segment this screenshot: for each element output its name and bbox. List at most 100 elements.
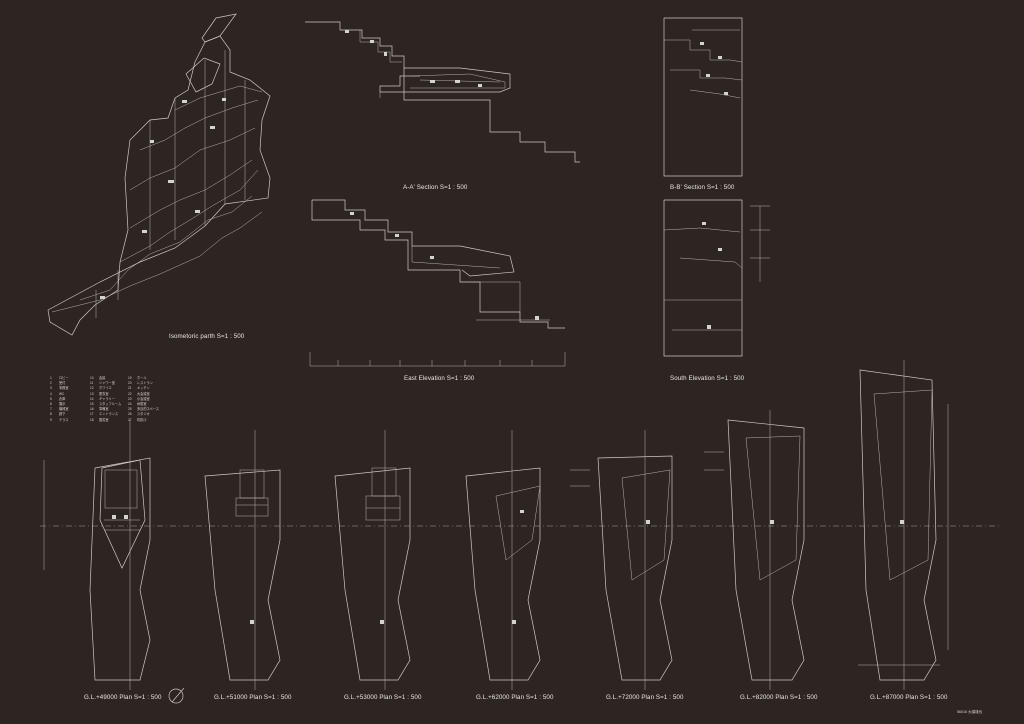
legend-text: スタッフルーム (99, 401, 122, 406)
legend-number: 9 (50, 417, 52, 422)
legend-item: 15 スタッフルーム (90, 402, 130, 407)
legend-number: 3 (50, 386, 52, 391)
author-credit: 56016 大橋雄也 (957, 710, 983, 714)
legend-number: 6 (50, 401, 52, 406)
south-elevation-drawing (663, 199, 770, 357)
legend-item: 24 休憩室 (128, 402, 168, 407)
legend-number: 27 (128, 417, 132, 422)
legend-item: 21 キッチン (128, 386, 168, 391)
legend-number: 2 (50, 381, 52, 386)
legend-number: 13 (90, 391, 94, 396)
legend-number: 4 (50, 391, 52, 396)
plan-49000 (43, 420, 151, 690)
legend-text: レストラン (137, 381, 153, 386)
legend-item: 2 受付 (50, 381, 90, 386)
legend-text: 準備室 (99, 407, 109, 412)
legend-text: 小会議室 (137, 396, 150, 401)
legend-text: 展示 (59, 401, 66, 406)
legend-text: 会議 (99, 376, 106, 380)
legend-item: 9 テラス (50, 418, 90, 423)
legend-text: テラス (59, 417, 69, 422)
legend-number: 5 (50, 396, 52, 401)
legend-text: 更衣室 (99, 391, 109, 396)
legend-item: 20 レストラン (128, 381, 168, 386)
legend-item: 6 展示 (50, 402, 90, 407)
plan-label-62000: G.L.+62000 Plan S=1 : 500 (476, 694, 554, 701)
north-arrow-icon (168, 687, 185, 704)
legend-number: 23 (128, 396, 132, 401)
isometric-drawing (47, 13, 271, 336)
legend-number: 8 (50, 412, 52, 417)
legend-text: 事務室 (59, 386, 69, 391)
legend-text: 大会議室 (137, 391, 150, 396)
legend-text: シャワー室 (99, 381, 115, 386)
legend-item: 1 ロビー (50, 376, 90, 381)
legend-item: 3 事務室 (50, 386, 90, 391)
legend-number: 7 (50, 407, 52, 412)
legend-text: ギャラリー (99, 396, 115, 401)
legend-number: 16 (90, 407, 94, 412)
plan-label-72000: G.L.+72000 Plan S=1 : 500 (606, 694, 684, 701)
caption-isometric: Isometoric parth S=1 : 500 (169, 333, 245, 340)
legend-item: 23 小会議室 (128, 397, 168, 402)
plan-72000 (570, 430, 673, 690)
legend-number: 21 (128, 386, 132, 391)
legend-item: 4 WC (50, 392, 90, 397)
caption-section-bb: B-B' Section S=1 : 500 (670, 184, 735, 191)
legend-number: 17 (90, 412, 94, 417)
legend-item: 16 準備室 (90, 407, 130, 412)
plan-82000 (704, 410, 805, 690)
legend-number: 11 (90, 381, 94, 386)
legend-text: 図書室 (99, 417, 109, 422)
section-aa-drawing (305, 21, 580, 163)
legend-item: 25 多目的スペース (128, 407, 168, 412)
section-bb-drawing (663, 17, 743, 177)
plan-53000 (334, 430, 411, 690)
legend-number: 24 (128, 401, 132, 406)
legend-item: 13 更衣室 (90, 392, 130, 397)
legend-text: 廊下 (59, 412, 66, 417)
legend-item: 18 図書室 (90, 418, 130, 423)
legend-item: 5 倉庫 (50, 397, 90, 402)
plan-label-49000: G.L.+49000 Plan S=1 : 500 (84, 694, 162, 701)
legend-number: 15 (90, 401, 94, 406)
plan-label-82000: G.L.+82000 Plan S=1 : 500 (740, 694, 818, 701)
legend-text: ホワイエ (99, 386, 112, 391)
legend-text: エントランス (99, 412, 119, 417)
caption-south-elevation: South Elevation S=1 : 500 (670, 375, 745, 382)
plan-label-87000: G.L.+87000 Plan S=1 : 500 (870, 694, 948, 701)
legend-text: WC (59, 391, 65, 396)
legend-number: 20 (128, 381, 132, 386)
legend-number: 1 (50, 376, 52, 380)
plans-drawings (40, 360, 1000, 690)
legend-text: キッチン (137, 386, 150, 391)
legend-item: 27 吹抜け (128, 418, 168, 423)
plan-62000 (465, 430, 541, 690)
caption-east-elevation: East Elevation S=1 : 500 (404, 375, 475, 382)
plan-87000 (858, 360, 949, 690)
legend-number: 25 (128, 407, 132, 412)
plan-label-51000: G.L.+51000 Plan S=1 : 500 (214, 694, 292, 701)
legend-text: ロビー (59, 376, 69, 380)
legend-text: 受付 (59, 381, 66, 386)
legend-text: 多目的スペース (137, 407, 159, 412)
legend-item: 8 廊下 (50, 412, 90, 417)
legend-text: 休憩室 (137, 401, 147, 406)
legend-number: 18 (90, 417, 94, 422)
legend-number: 26 (128, 412, 132, 417)
legend-item: 11 シャワー室 (90, 381, 130, 386)
legend-text: 倉庫 (59, 396, 66, 401)
legend-text: 吹抜け (137, 417, 147, 422)
plan-label-53000: G.L.+53000 Plan S=1 : 500 (344, 694, 422, 701)
legend-number: 22 (128, 391, 132, 396)
